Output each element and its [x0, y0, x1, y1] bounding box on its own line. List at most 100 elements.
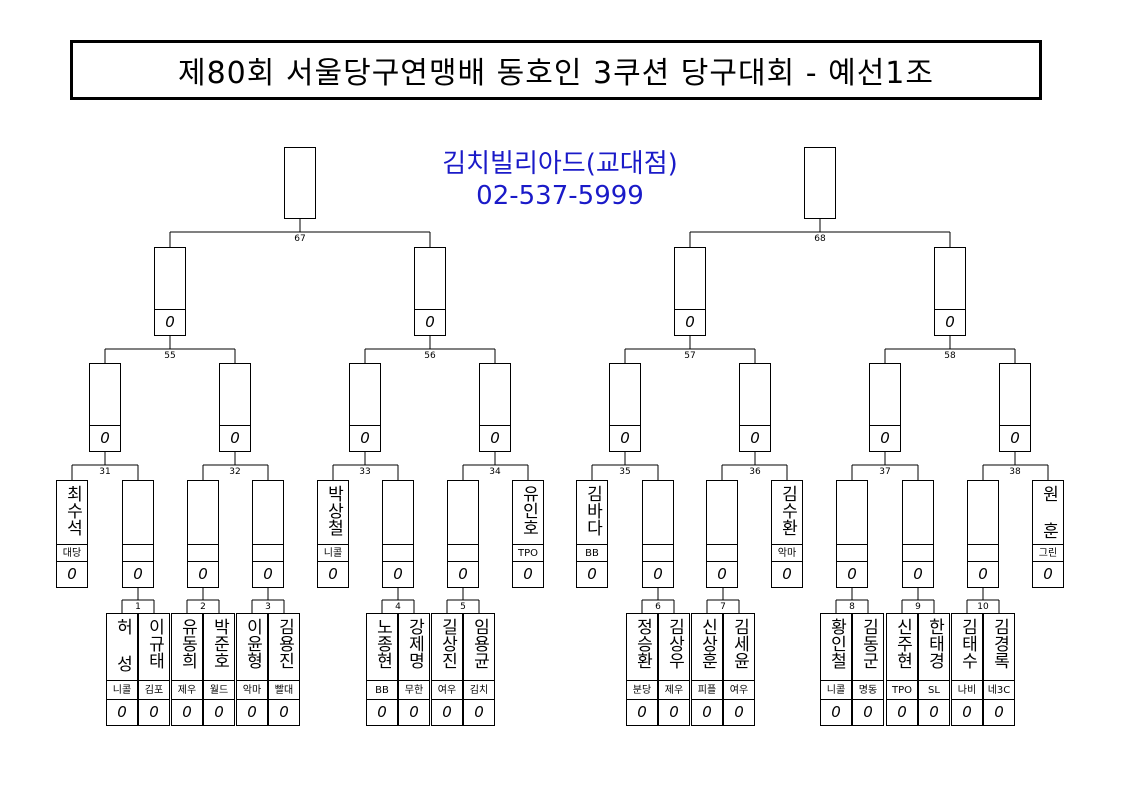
score-cell[interactable]: 0	[887, 699, 917, 725]
score-cell[interactable]: 0	[139, 699, 169, 725]
match-slot[interactable]: 0	[999, 363, 1031, 452]
score-cell[interactable]: 0	[610, 425, 640, 451]
match-slot[interactable]: 0	[349, 363, 381, 452]
score-cell[interactable]: 0	[464, 699, 494, 725]
score-cell[interactable]: 0	[870, 425, 900, 451]
match-slot[interactable]: 0	[739, 363, 771, 452]
score-cell[interactable]: 0	[480, 425, 510, 451]
score-cell[interactable]: 0	[935, 309, 965, 335]
score-cell[interactable]: 0	[724, 699, 754, 725]
match-slot[interactable]: 0	[89, 363, 121, 452]
match-slot[interactable]: 0	[902, 480, 934, 588]
winner-slot[interactable]	[804, 147, 836, 219]
score-cell[interactable]: 0	[513, 561, 543, 587]
winner-slot[interactable]	[284, 147, 316, 219]
match-slot[interactable]: 0	[967, 480, 999, 588]
match-slot[interactable]: 0	[252, 480, 284, 588]
score-cell[interactable]: 0	[172, 699, 202, 725]
score-cell[interactable]: 0	[188, 561, 218, 587]
match-number: 33	[359, 467, 371, 477]
score-cell[interactable]: 0	[903, 561, 933, 587]
score-cell[interactable]: 0	[692, 699, 722, 725]
score-cell[interactable]: 0	[367, 699, 397, 725]
match-slot[interactable]: 0	[706, 480, 738, 588]
score-cell[interactable]: 0	[155, 309, 185, 335]
match-slot[interactable]: 0	[154, 247, 186, 336]
match-slot[interactable]: 0	[869, 363, 901, 452]
score-cell[interactable]: 0	[853, 699, 883, 725]
score-cell[interactable]: 0	[204, 699, 234, 725]
score-cell[interactable]: 0	[123, 561, 153, 587]
score-cell[interactable]: 0	[952, 699, 982, 725]
match-slot[interactable]: 0	[382, 480, 414, 588]
match-slot[interactable]: 0	[187, 480, 219, 588]
score-cell[interactable]: 0	[432, 699, 462, 725]
match-slot[interactable]: 0	[609, 363, 641, 452]
score-cell[interactable]: 0	[577, 561, 607, 587]
score-cell[interactable]: 0	[318, 561, 348, 587]
score-cell[interactable]: 0	[627, 699, 657, 725]
score-cell[interactable]: 0	[837, 561, 867, 587]
score-cell[interactable]: 0	[772, 561, 802, 587]
score-cell[interactable]: 0	[269, 699, 299, 725]
score-cell[interactable]: 0	[399, 699, 429, 725]
match-slot[interactable]: 0	[642, 480, 674, 588]
match-slot[interactable]: 0	[219, 363, 251, 452]
score-cell[interactable]: 0	[919, 699, 949, 725]
score-cell[interactable]: 0	[90, 425, 120, 451]
match-slot[interactable]: 0	[479, 363, 511, 452]
score-cell[interactable]: 0	[237, 699, 267, 725]
score-cell[interactable]: 0	[707, 561, 737, 587]
score-cell[interactable]: 0	[643, 561, 673, 587]
match-slot[interactable]: 0	[674, 247, 706, 336]
score-cell[interactable]: 0	[659, 699, 689, 725]
score-cell[interactable]: 0	[968, 561, 998, 587]
match-slot[interactable]: 0	[934, 247, 966, 336]
score-cell[interactable]: 0	[107, 699, 137, 725]
score-cell[interactable]: 0	[350, 425, 380, 451]
score-cell[interactable]: 0	[220, 425, 250, 451]
club-name: SL	[919, 680, 949, 701]
score-cell[interactable]: 0	[740, 425, 770, 451]
score-cell[interactable]: 0	[253, 561, 283, 587]
score-cell[interactable]: 0	[675, 309, 705, 335]
score-cell[interactable]: 0	[1033, 561, 1063, 587]
match-slot[interactable]: 0	[447, 480, 479, 588]
score-cell[interactable]: 0	[383, 561, 413, 587]
match-slot[interactable]: 0	[122, 480, 154, 588]
score-cell[interactable]: 0	[57, 561, 87, 587]
score-cell[interactable]: 0	[415, 309, 445, 335]
score-cell[interactable]: 0	[448, 561, 478, 587]
score-cell[interactable]: 0	[984, 699, 1014, 725]
match-slot[interactable]: 0	[836, 480, 868, 588]
score-cell[interactable]: 0	[1000, 425, 1030, 451]
score-cell[interactable]: 0	[821, 699, 851, 725]
match-slot[interactable]: 0	[414, 247, 446, 336]
